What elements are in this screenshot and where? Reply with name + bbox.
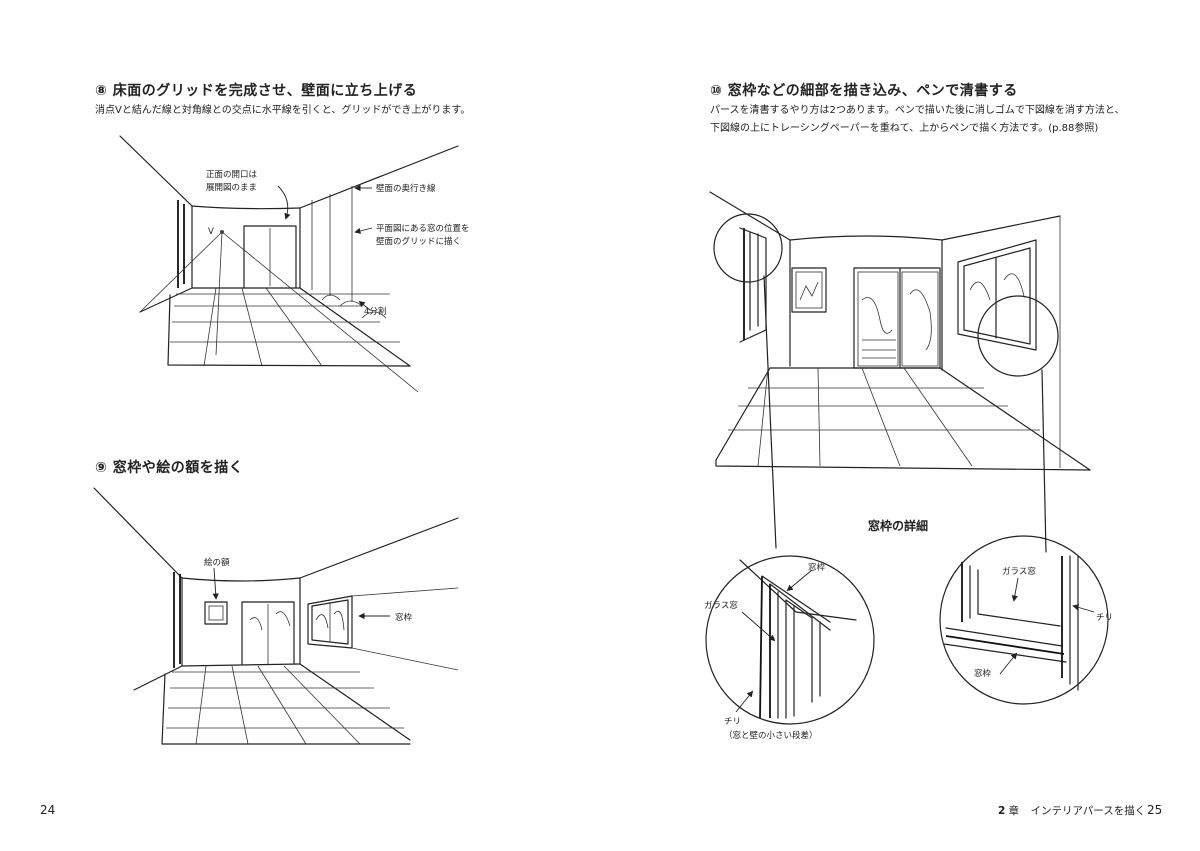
chapter-title: インテリアパースを描く: [1030, 805, 1146, 817]
section10-title: 窓枠などの細部を描き込み、ペンで清書する: [727, 83, 1018, 99]
detail-right-chiri: チリ: [1096, 613, 1114, 623]
figure8-perspective-drawing: [119, 135, 459, 393]
label-opening-1: 正面の開口は: [206, 170, 258, 180]
section10-heading: ⑩ 窓枠などの細部を描き込み、ペンで清書する: [710, 80, 1018, 100]
figure10-perspective-drawing: [709, 191, 1091, 553]
section8-title: 床面のグリッドを完成させ、壁面に立ち上げる: [112, 83, 418, 99]
section9-heading: ⑨ 窓枠や絵の額を描く: [95, 457, 243, 477]
section10-body-line-2: 下図線の上にトレーシングペーパーを重ねて、上からペンで描く方法です。(p.88参…: [710, 123, 1099, 134]
label-v-point: V: [208, 227, 214, 237]
section9-title: 窓枠や絵の額を描く: [112, 460, 244, 476]
section8-heading: ⑧ 床面のグリッドを完成させ、壁面に立ち上げる: [95, 80, 417, 100]
section10-number: ⑩: [710, 83, 723, 99]
page-number-right: 25: [1147, 803, 1163, 817]
detail-right-frame: 窓枠: [974, 669, 992, 679]
section8-number: ⑧: [95, 83, 108, 99]
detail-left-glass: ガラス窓: [704, 601, 738, 611]
detail-right-circle: [939, 535, 1109, 705]
chapter-unit: 章: [1008, 805, 1020, 817]
label-opening-2: 展開図のまま: [206, 183, 258, 193]
detail-left-circle: [705, 555, 875, 725]
detail-left-chiri: チリ: [724, 717, 742, 727]
detail-left-chiri-note: （窓と壁の小さい段差）: [724, 731, 818, 741]
label-picture-frame: 絵の額: [204, 558, 230, 568]
section8-body: 消点Vと結んだ線と対角線との交点に水平線を引くと、グリッドができ上がります。: [95, 105, 471, 116]
chapter-number: 2: [998, 805, 1006, 817]
section10-body-line-1: パースを清書するやり方は2つあります。ペンで描いた後に消しゴムで下図線を消す方法…: [710, 105, 1125, 116]
page-number-left: 24: [40, 803, 56, 817]
detail-left-frame: 窓枠: [808, 563, 826, 573]
detail-right-glass: ガラス窓: [1002, 567, 1036, 577]
detail-title: 窓枠の詳細: [868, 519, 929, 533]
label-window-grid-2: 壁面のグリッドに描く: [376, 237, 462, 247]
figure9-perspective-drawing: [93, 487, 459, 745]
chapter-running-head: 2 章 インテリアパースを描く: [998, 803, 1145, 818]
section9-number: ⑨: [95, 460, 108, 476]
label-window-frame: 窓枠: [395, 613, 413, 623]
label-window-grid-1: 平面図にある窓の位置を: [376, 224, 470, 234]
label-wall-depth: 壁面の奥行き線: [376, 184, 436, 194]
